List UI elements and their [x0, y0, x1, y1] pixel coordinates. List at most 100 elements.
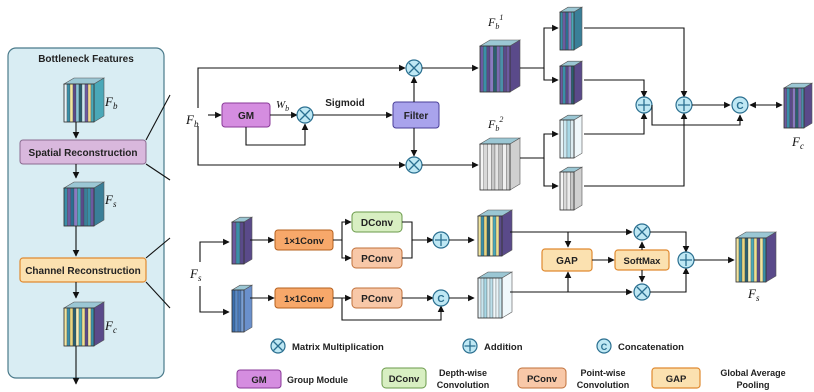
- edge-fb-to-mul-bottom: [197, 126, 406, 169]
- gm-label: GM: [238, 111, 254, 122]
- label-wb: Wb: [276, 99, 289, 113]
- label-fb2: Fb2: [487, 115, 503, 133]
- edge-fb2-up: [520, 130, 559, 159]
- output-fc: Fc: [791, 134, 804, 151]
- legend-dconv-swatch: [381, 367, 427, 389]
- legend-add-icon: [462, 338, 478, 354]
- edge-fb1-down: [543, 68, 559, 84]
- legend-gap-desc-2: Pooling: [737, 380, 770, 390]
- svg-text:C: C: [601, 342, 608, 352]
- feature-stack-fc: [62, 301, 106, 347]
- edge-skip-to-concat: [341, 298, 445, 321]
- concat-op-bottom: C: [432, 289, 450, 307]
- feature-stack-split-b: [558, 60, 584, 105]
- spatial-reconstruction-box: [19, 139, 147, 165]
- legend-pconv: PConv: [527, 374, 558, 385]
- edge-gm-skip: [245, 123, 309, 146]
- add-op-2: [675, 96, 693, 114]
- sigmoid-label: Sigmoid: [325, 98, 364, 109]
- legend-gap: GAP: [666, 374, 687, 385]
- edge-fs-down: [199, 286, 230, 316]
- edge-mul-to-add-top: [650, 231, 690, 253]
- legend-dconv-desc-1: Depth-wise: [439, 368, 487, 378]
- pconv-b-label: PConv: [361, 294, 393, 305]
- legend-pconv-desc-1: Point-wise: [580, 368, 625, 378]
- mul-op-bottom: [405, 156, 423, 174]
- label-fb: Fb: [104, 94, 118, 111]
- add-op-1: [635, 96, 653, 114]
- concat-op-top: C: [731, 96, 749, 114]
- softmax-label: SoftMax: [624, 256, 662, 267]
- feature-stack-split-a: [558, 6, 584, 51]
- edge-fb2-down: [543, 158, 559, 190]
- legend: Matrix Multiplication Addition C Concate…: [236, 338, 786, 390]
- mul-op-wb: [296, 106, 314, 124]
- output-fs: Fs: [747, 286, 760, 303]
- input-fs: Fs: [189, 266, 202, 283]
- spatial-reconstruction-label: Spatial Reconstruction: [29, 148, 138, 159]
- zoom-line-3: [145, 237, 171, 259]
- feature-stack-split-c: [558, 114, 584, 159]
- edge-y2-to-gap: [510, 271, 572, 293]
- edge-y1-to-gap: [510, 231, 572, 248]
- edge-add1-to-concat: [651, 105, 744, 126]
- feature-stack-output-fc: [782, 82, 814, 129]
- edge-to-dconv: [333, 218, 352, 241]
- feature-stack-fb1: [478, 39, 522, 93]
- edge-mul-to-add-bottom: [650, 267, 690, 293]
- edge-to-pconv-a: [341, 240, 352, 262]
- zoom-line-4: [145, 281, 171, 309]
- gap-label: GAP: [556, 256, 578, 267]
- feature-stack-output-fs: [734, 231, 778, 283]
- edge-fb-to-mul-top: [197, 64, 406, 108]
- legend-concat-icon: C: [596, 338, 612, 354]
- filter-label: Filter: [404, 111, 429, 122]
- legend-gap-swatch: [651, 367, 701, 389]
- label-fb1: Fb1: [487, 13, 503, 31]
- edge-fb1-up: [520, 24, 559, 69]
- zoom-line-2: [145, 163, 171, 181]
- mul-op-top: [405, 59, 423, 77]
- legend-gm-swatch: [236, 369, 282, 389]
- mul-op-channel-top: [633, 223, 651, 241]
- legend-concat: Concatenation: [618, 342, 684, 353]
- add-op-bottom: [432, 231, 450, 249]
- label-fc: Fc: [104, 318, 117, 335]
- feature-stack-fb: [62, 77, 106, 123]
- legend-addition: Addition: [484, 342, 523, 353]
- edge-pconv-to-add: [402, 240, 413, 259]
- feature-stack-split-d: [558, 166, 584, 211]
- svg-text:C: C: [437, 294, 444, 305]
- channel-reconstruction-label: Channel Reconstruction: [25, 266, 141, 277]
- edge-c-to-add1: [584, 112, 648, 135]
- conv1x1-a-label: 1×1Conv: [284, 236, 325, 247]
- conv1x1-b-label: 1×1Conv: [284, 294, 325, 305]
- edge-fs-up: [199, 238, 230, 262]
- pconv-a-label: PConv: [361, 254, 393, 265]
- legend-dconv-desc-2: Convolution: [437, 380, 490, 390]
- edge-b-to-add1: [584, 79, 648, 98]
- zoom-line-1: [145, 94, 171, 141]
- channel-reconstruction-flow: Fs 1×1Conv 1×1Conv DConv PConv PConv: [189, 209, 778, 333]
- edge-a-to-add2: [584, 27, 688, 98]
- spatial-reconstruction-flow: Fb GM Wb Sigmoid Filter: [185, 6, 814, 211]
- mul-op-channel-bottom: [633, 283, 651, 301]
- legend-dconv: DConv: [389, 374, 420, 385]
- input-fb: Fb: [185, 112, 199, 129]
- legend-gap-desc-1: Global Average: [720, 368, 785, 378]
- add-op-channel: [677, 251, 695, 269]
- edge-d-to-add2: [584, 112, 688, 187]
- channel-reconstruction-box: [19, 257, 147, 283]
- legend-mul-icon: [270, 338, 286, 354]
- left-panel: Bottleneck Features Fb Spatial Reconstru…: [7, 47, 165, 385]
- legend-gm-desc: Group Module: [287, 375, 348, 385]
- feature-stack-y1: [476, 209, 514, 257]
- svg-text:C: C: [736, 101, 743, 112]
- edge-dconv-to-add: [402, 221, 434, 244]
- feature-stack-upper-in: [230, 216, 254, 265]
- feature-stack-lower-in: [230, 284, 254, 333]
- legend-pconv-swatch: [517, 367, 567, 389]
- legend-gm: GM: [251, 375, 266, 386]
- panel-title: Bottleneck Features: [38, 54, 134, 65]
